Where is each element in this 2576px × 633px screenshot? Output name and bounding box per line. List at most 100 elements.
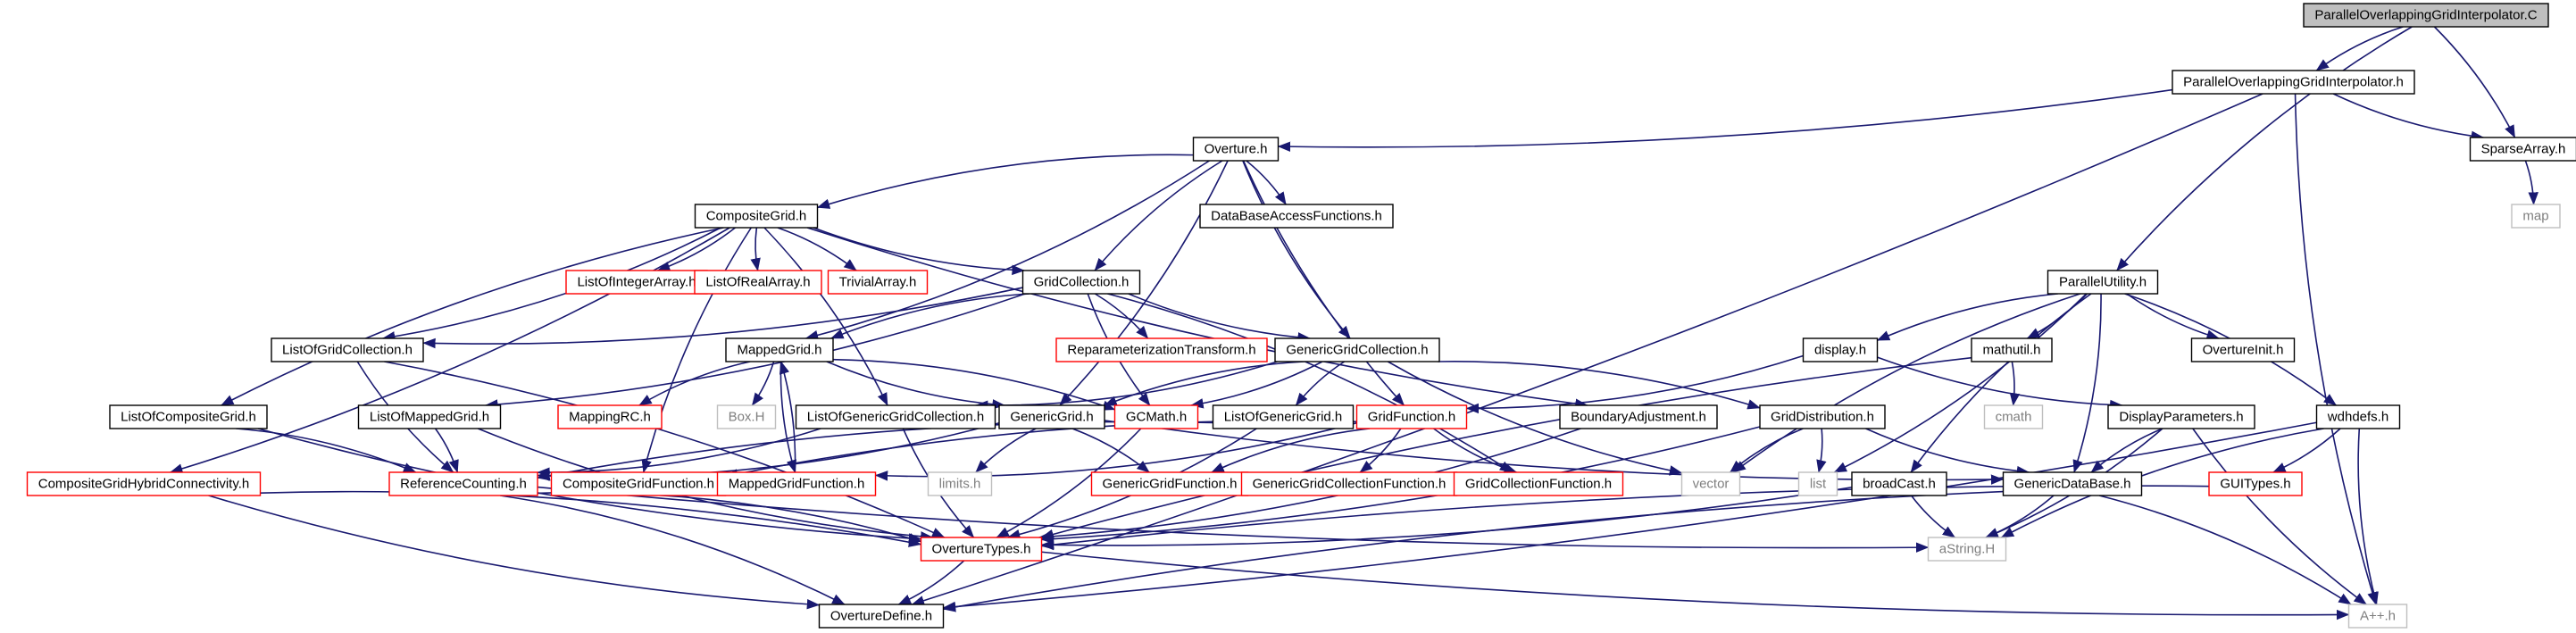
edge-overture-types-to-aplusplus xyxy=(1041,551,2350,621)
node-gui-types[interactable]: GUITypes.h xyxy=(2208,471,2303,496)
node-label: ParallelOverlappingGridInterpolator.C xyxy=(2314,8,2537,23)
edge-composite-grid-to-composite-grid-hybrid-connectivity xyxy=(170,227,730,474)
node-wdhdefs[interactable]: wdhdefs.h xyxy=(2315,404,2401,429)
node-box xyxy=(1274,337,1440,362)
node-display-parameters[interactable]: DisplayParameters.h xyxy=(2107,404,2255,429)
node-generic-grid-function[interactable]: GenericGridFunction.h xyxy=(1090,471,1249,496)
node-mapped-grid[interactable]: MappedGrid.h xyxy=(725,337,834,362)
node-box[interactable]: Box.H xyxy=(716,404,777,429)
edge-mapped-grid-to-mapping-rc xyxy=(638,361,751,406)
node-composite-grid[interactable]: CompositeGrid.h xyxy=(694,204,819,229)
node-label: ListOfGenericGridCollection.h xyxy=(807,410,984,425)
node-vector[interactable]: vector xyxy=(1680,471,1741,496)
node-label: ReferenceCounting.h xyxy=(400,477,527,492)
node-list-of-real-array[interactable]: ListOfRealArray.h xyxy=(694,270,822,295)
node-box xyxy=(550,471,727,496)
node-label: Box.H xyxy=(729,410,765,425)
node-aplusplus[interactable]: A++.h xyxy=(2347,604,2408,629)
node-label: GridCollectionFunction.h xyxy=(1465,477,1612,492)
node-a-string[interactable]: aString.H xyxy=(1927,537,2007,562)
node-generic-data-base[interactable]: GenericDataBase.h xyxy=(2002,471,2143,496)
node-reference-counting[interactable]: ReferenceCounting.h xyxy=(388,471,538,496)
node-mapping-rc[interactable]: MappingRC.h xyxy=(557,404,663,429)
node-box xyxy=(2511,204,2561,229)
node-box xyxy=(1192,137,1280,162)
node-list[interactable]: list xyxy=(1797,471,1838,496)
node-parallel-utility[interactable]: ParallelUtility.h xyxy=(2047,270,2159,295)
edge-parallel-utility-to-mathutil xyxy=(2026,293,2088,339)
node-label: A++.h xyxy=(2360,609,2396,624)
node-box xyxy=(2315,404,2401,429)
node-parallel-overlapping-grid-interpolator[interactable]: ParallelOverlappingGridInterpolator.h xyxy=(2172,70,2415,95)
edge-wdhdefs-to-a-string xyxy=(2000,428,2324,538)
node-reparameterization-transform[interactable]: ReparameterizationTransform.h xyxy=(1055,337,1268,362)
node-label: broadCast.h xyxy=(1863,477,1936,492)
node-data-base-access-functions[interactable]: DataBaseAccessFunctions.h xyxy=(1199,204,1394,229)
node-mathutil[interactable]: mathutil.h xyxy=(1971,337,2053,362)
node-overture-types[interactable]: OvertureTypes.h xyxy=(920,537,1043,562)
node-display[interactable]: display.h xyxy=(1802,337,1879,362)
node-generic-grid-collection[interactable]: GenericGridCollection.h xyxy=(1274,337,1440,362)
node-label: map xyxy=(2522,209,2548,224)
edge-parallel-utility-to-broad-cast xyxy=(1910,293,2092,473)
edge-generic-grid-to-limits xyxy=(975,428,1037,473)
node-box xyxy=(1759,404,1886,429)
node-box xyxy=(1802,337,1879,362)
edge-grid-function-to-generic-grid-function xyxy=(1211,428,1371,473)
node-box xyxy=(927,471,993,496)
node-broad-cast[interactable]: broadCast.h xyxy=(1851,471,1947,496)
node-label: DataBaseAccessFunctions.h xyxy=(1211,209,1382,224)
node-label: DisplayParameters.h xyxy=(2119,410,2243,425)
node-box xyxy=(818,604,945,629)
node-list-of-mapped-grid[interactable]: ListOfMappedGrid.h xyxy=(357,404,502,429)
node-parallel-overlapping-grid-interpolator[interactable]: ParallelOverlappingGridInterpolator.C xyxy=(2303,3,2549,28)
node-label: GridCollection.h xyxy=(1034,275,1130,290)
edge-wdhdefs-to-aplusplus xyxy=(2357,428,2379,605)
edge-boundary-adjustment-to-overture-types xyxy=(1038,428,1581,542)
node-box xyxy=(1559,404,1718,429)
node-list-of-composite-grid[interactable]: ListOfCompositeGrid.h xyxy=(109,404,268,429)
node-grid-collection-function[interactable]: GridCollectionFunction.h xyxy=(1453,471,1624,496)
edge-reference-counting-to-overture-define xyxy=(499,495,846,605)
node-label: display.h xyxy=(1814,343,1866,358)
edge-grid-function-to-generic-grid-collection-function xyxy=(1359,428,1402,473)
edge-wdhdefs-to-overture-define xyxy=(942,421,2317,612)
node-list-of-integer-array[interactable]: ListOfIntegerArray.h xyxy=(565,270,708,295)
edge-grid-distribution-to-list xyxy=(1816,428,1827,473)
node-generic-grid[interactable]: GenericGrid.h xyxy=(998,404,1105,429)
node-trivial-array[interactable]: TrivialArray.h xyxy=(827,270,929,295)
node-limits[interactable]: limits.h xyxy=(927,471,993,496)
node-grid-function[interactable]: GridFunction.h xyxy=(1355,404,1468,429)
node-overture[interactable]: Overture.h xyxy=(1192,137,1280,162)
node-label: GCMath.h xyxy=(1126,410,1187,425)
node-box xyxy=(2347,604,2408,629)
node-generic-grid-collection-function[interactable]: GenericGridCollectionFunction.h xyxy=(1240,471,1458,496)
node-overture-define[interactable]: OvertureDefine.h xyxy=(818,604,945,629)
node-gc-math[interactable]: GCMath.h xyxy=(1113,404,1199,429)
node-list-of-grid-collection[interactable]: ListOfGridCollection.h xyxy=(271,337,424,362)
node-boundary-adjustment[interactable]: BoundaryAdjustment.h xyxy=(1559,404,1718,429)
node-label: CompositeGridHybridConnectivity.h xyxy=(38,477,249,492)
node-composite-grid-function[interactable]: CompositeGridFunction.h xyxy=(550,471,727,496)
edge-grid-distribution-to-overture-types xyxy=(1040,426,1761,545)
edge-parallel-utility-to-overture-init xyxy=(2126,293,2220,340)
edge-list-of-grid-collection-to-overture-types xyxy=(384,361,946,538)
node-mapped-grid-function[interactable]: MappedGridFunction.h xyxy=(716,471,877,496)
node-box xyxy=(2172,70,2415,95)
node-sparse-array[interactable]: SparseArray.h xyxy=(2469,137,2576,162)
node-box xyxy=(725,337,834,362)
node-composite-grid-hybrid-connectivity[interactable]: CompositeGridHybridConnectivity.h xyxy=(26,471,262,496)
node-overture-init[interactable]: OvertureInit.h xyxy=(2190,337,2296,362)
node-grid-distribution[interactable]: GridDistribution.h xyxy=(1759,404,1886,429)
node-grid-collection[interactable]: GridCollection.h xyxy=(1021,270,1141,295)
node-list-of-generic-grid[interactable]: ListOfGenericGrid.h xyxy=(1212,404,1355,429)
edge-parallel-overlapping-grid-interpolator-to-parallel-utility xyxy=(2116,26,2413,271)
node-map[interactable]: map xyxy=(2511,204,2561,229)
node-label: Overture.h xyxy=(1205,142,1268,157)
node-cmath[interactable]: cmath xyxy=(1983,404,2044,429)
edge-parallel-utility-to-display xyxy=(1876,293,2058,342)
edge-broad-cast-to-a-string xyxy=(1910,495,1956,538)
node-list-of-generic-grid-collection[interactable]: ListOfGenericGridCollection.h xyxy=(795,404,996,429)
edge-list-of-composite-grid-to-overture-types xyxy=(257,428,922,544)
edge-generic-grid-collection-to-grid-distribution xyxy=(1438,361,1761,410)
